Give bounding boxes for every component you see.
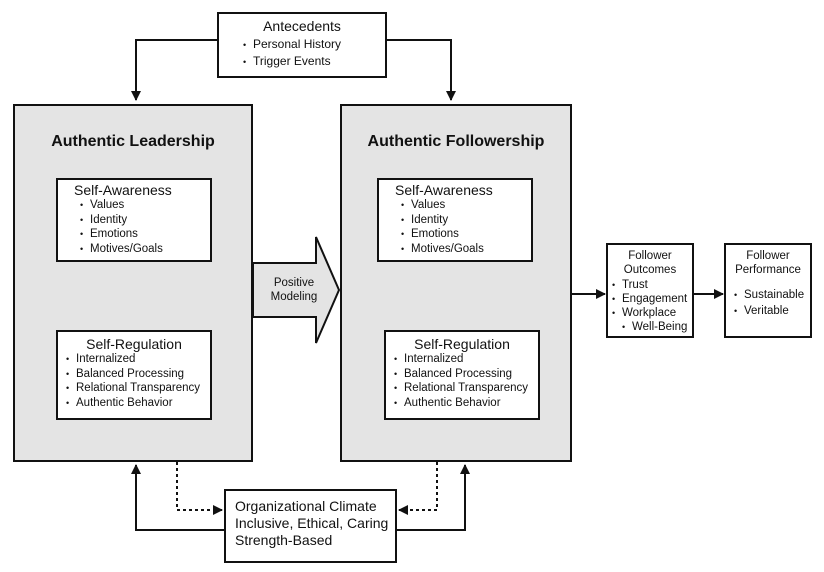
list-item: Emotions bbox=[80, 227, 210, 242]
authentic-followership-title: Authentic Followership bbox=[367, 133, 545, 150]
authentic-leadership-box: Authentic Leadership Self-Awareness Valu… bbox=[13, 104, 253, 462]
list-item: Authentic Behavior bbox=[66, 396, 210, 411]
list-item: Identity bbox=[80, 213, 210, 228]
list-item: Relational Transparency bbox=[66, 381, 210, 396]
list-item: Motives/Goals bbox=[401, 242, 531, 257]
follower-performance-title-line1: Follower bbox=[746, 250, 790, 262]
leader-self-regulation-list: Internalized Balanced Processing Relatio… bbox=[66, 352, 210, 410]
follower-self-awareness-list: Values Identity Emotions Motives/Goals bbox=[401, 198, 531, 256]
list-item: Engagement bbox=[612, 292, 692, 306]
follower-outcomes-box: Follower Outcomes Trust Engagement Workp… bbox=[606, 243, 694, 338]
antecedents-title: Antecedents bbox=[263, 18, 341, 34]
organizational-climate-box: Organizational Climate Inclusive, Ethica… bbox=[224, 489, 397, 563]
follower-self-regulation-title: Self-Regulation bbox=[414, 336, 510, 352]
follower-self-regulation-list: Internalized Balanced Processing Relatio… bbox=[394, 352, 538, 410]
list-item: Internalized bbox=[394, 352, 538, 367]
list-item: Balanced Processing bbox=[66, 367, 210, 382]
follower-performance-title-line2: Performance bbox=[735, 264, 801, 276]
follower-outcomes-title-line2: Outcomes bbox=[623, 264, 677, 276]
list-item: Balanced Processing bbox=[394, 367, 538, 382]
leader-self-awareness-list: Values Identity Emotions Motives/Goals bbox=[80, 198, 210, 256]
antecedents-item: Trigger Events bbox=[243, 53, 385, 70]
list-item: Internalized bbox=[66, 352, 210, 367]
list-item: Values bbox=[80, 198, 210, 213]
antecedents-to-leadership-arrow bbox=[131, 39, 217, 101]
leader-self-awareness-title: Self-Awareness bbox=[74, 182, 172, 198]
follower-outcomes-title-line1: Follower bbox=[628, 250, 672, 262]
leadership-to-climate-dotted-arrow bbox=[176, 462, 223, 515]
list-item: Authentic Behavior bbox=[394, 396, 538, 411]
follower-performance-list: Sustainable Veritable bbox=[734, 287, 810, 319]
antecedents-box: Antecedents Personal History Trigger Eve… bbox=[217, 12, 387, 78]
antecedents-list: Personal History Trigger Events bbox=[243, 36, 385, 70]
climate-line1: Organizational Climate bbox=[235, 498, 377, 514]
leader-self-regulation-title: Self-Regulation bbox=[86, 336, 182, 352]
authentic-leadership-title: Authentic Leadership bbox=[51, 133, 215, 150]
list-item: Values bbox=[401, 198, 531, 213]
follower-self-regulation-box: Self-Regulation Internalized Balanced Pr… bbox=[384, 330, 540, 420]
list-item: Veritable bbox=[734, 303, 810, 319]
positive-modeling-line1: Positive bbox=[273, 277, 315, 289]
climate-line3: Strength-Based bbox=[235, 532, 333, 548]
list-item: Workplace bbox=[612, 306, 692, 320]
follower-outcomes-list: Trust Engagement Workplace Well-Being bbox=[612, 278, 692, 334]
climate-line2: Inclusive, Ethical, Caring bbox=[235, 515, 389, 531]
list-item: Trust bbox=[612, 278, 692, 292]
list-item: Relational Transparency bbox=[394, 381, 538, 396]
follower-self-awareness-title: Self-Awareness bbox=[395, 182, 493, 198]
positive-modeling-label: Positive Modeling bbox=[253, 276, 335, 304]
climate-to-leadership-arrow bbox=[131, 464, 224, 531]
list-item: Emotions bbox=[401, 227, 531, 242]
leader-self-regulation-box: Self-Regulation Internalized Balanced Pr… bbox=[56, 330, 212, 420]
antecedents-item: Personal History bbox=[243, 36, 385, 53]
follower-performance-box: Follower Performance Sustainable Veritab… bbox=[724, 243, 812, 338]
authentic-followership-box: Authentic Followership Self-Awareness Va… bbox=[340, 104, 572, 462]
list-item: Motives/Goals bbox=[80, 242, 210, 257]
leader-self-awareness-box: Self-Awareness Values Identity Emotions … bbox=[56, 178, 212, 262]
list-item: Well-Being bbox=[612, 320, 692, 334]
followership-to-climate-dotted-arrow bbox=[398, 462, 438, 515]
positive-modeling-line2: Modeling bbox=[270, 291, 318, 303]
list-item: Identity bbox=[401, 213, 531, 228]
climate-to-followership-arrow bbox=[397, 464, 470, 531]
antecedents-to-followership-arrow bbox=[387, 39, 456, 101]
list-item: Sustainable bbox=[734, 287, 810, 303]
follower-self-awareness-box: Self-Awareness Values Identity Emotions … bbox=[377, 178, 533, 262]
